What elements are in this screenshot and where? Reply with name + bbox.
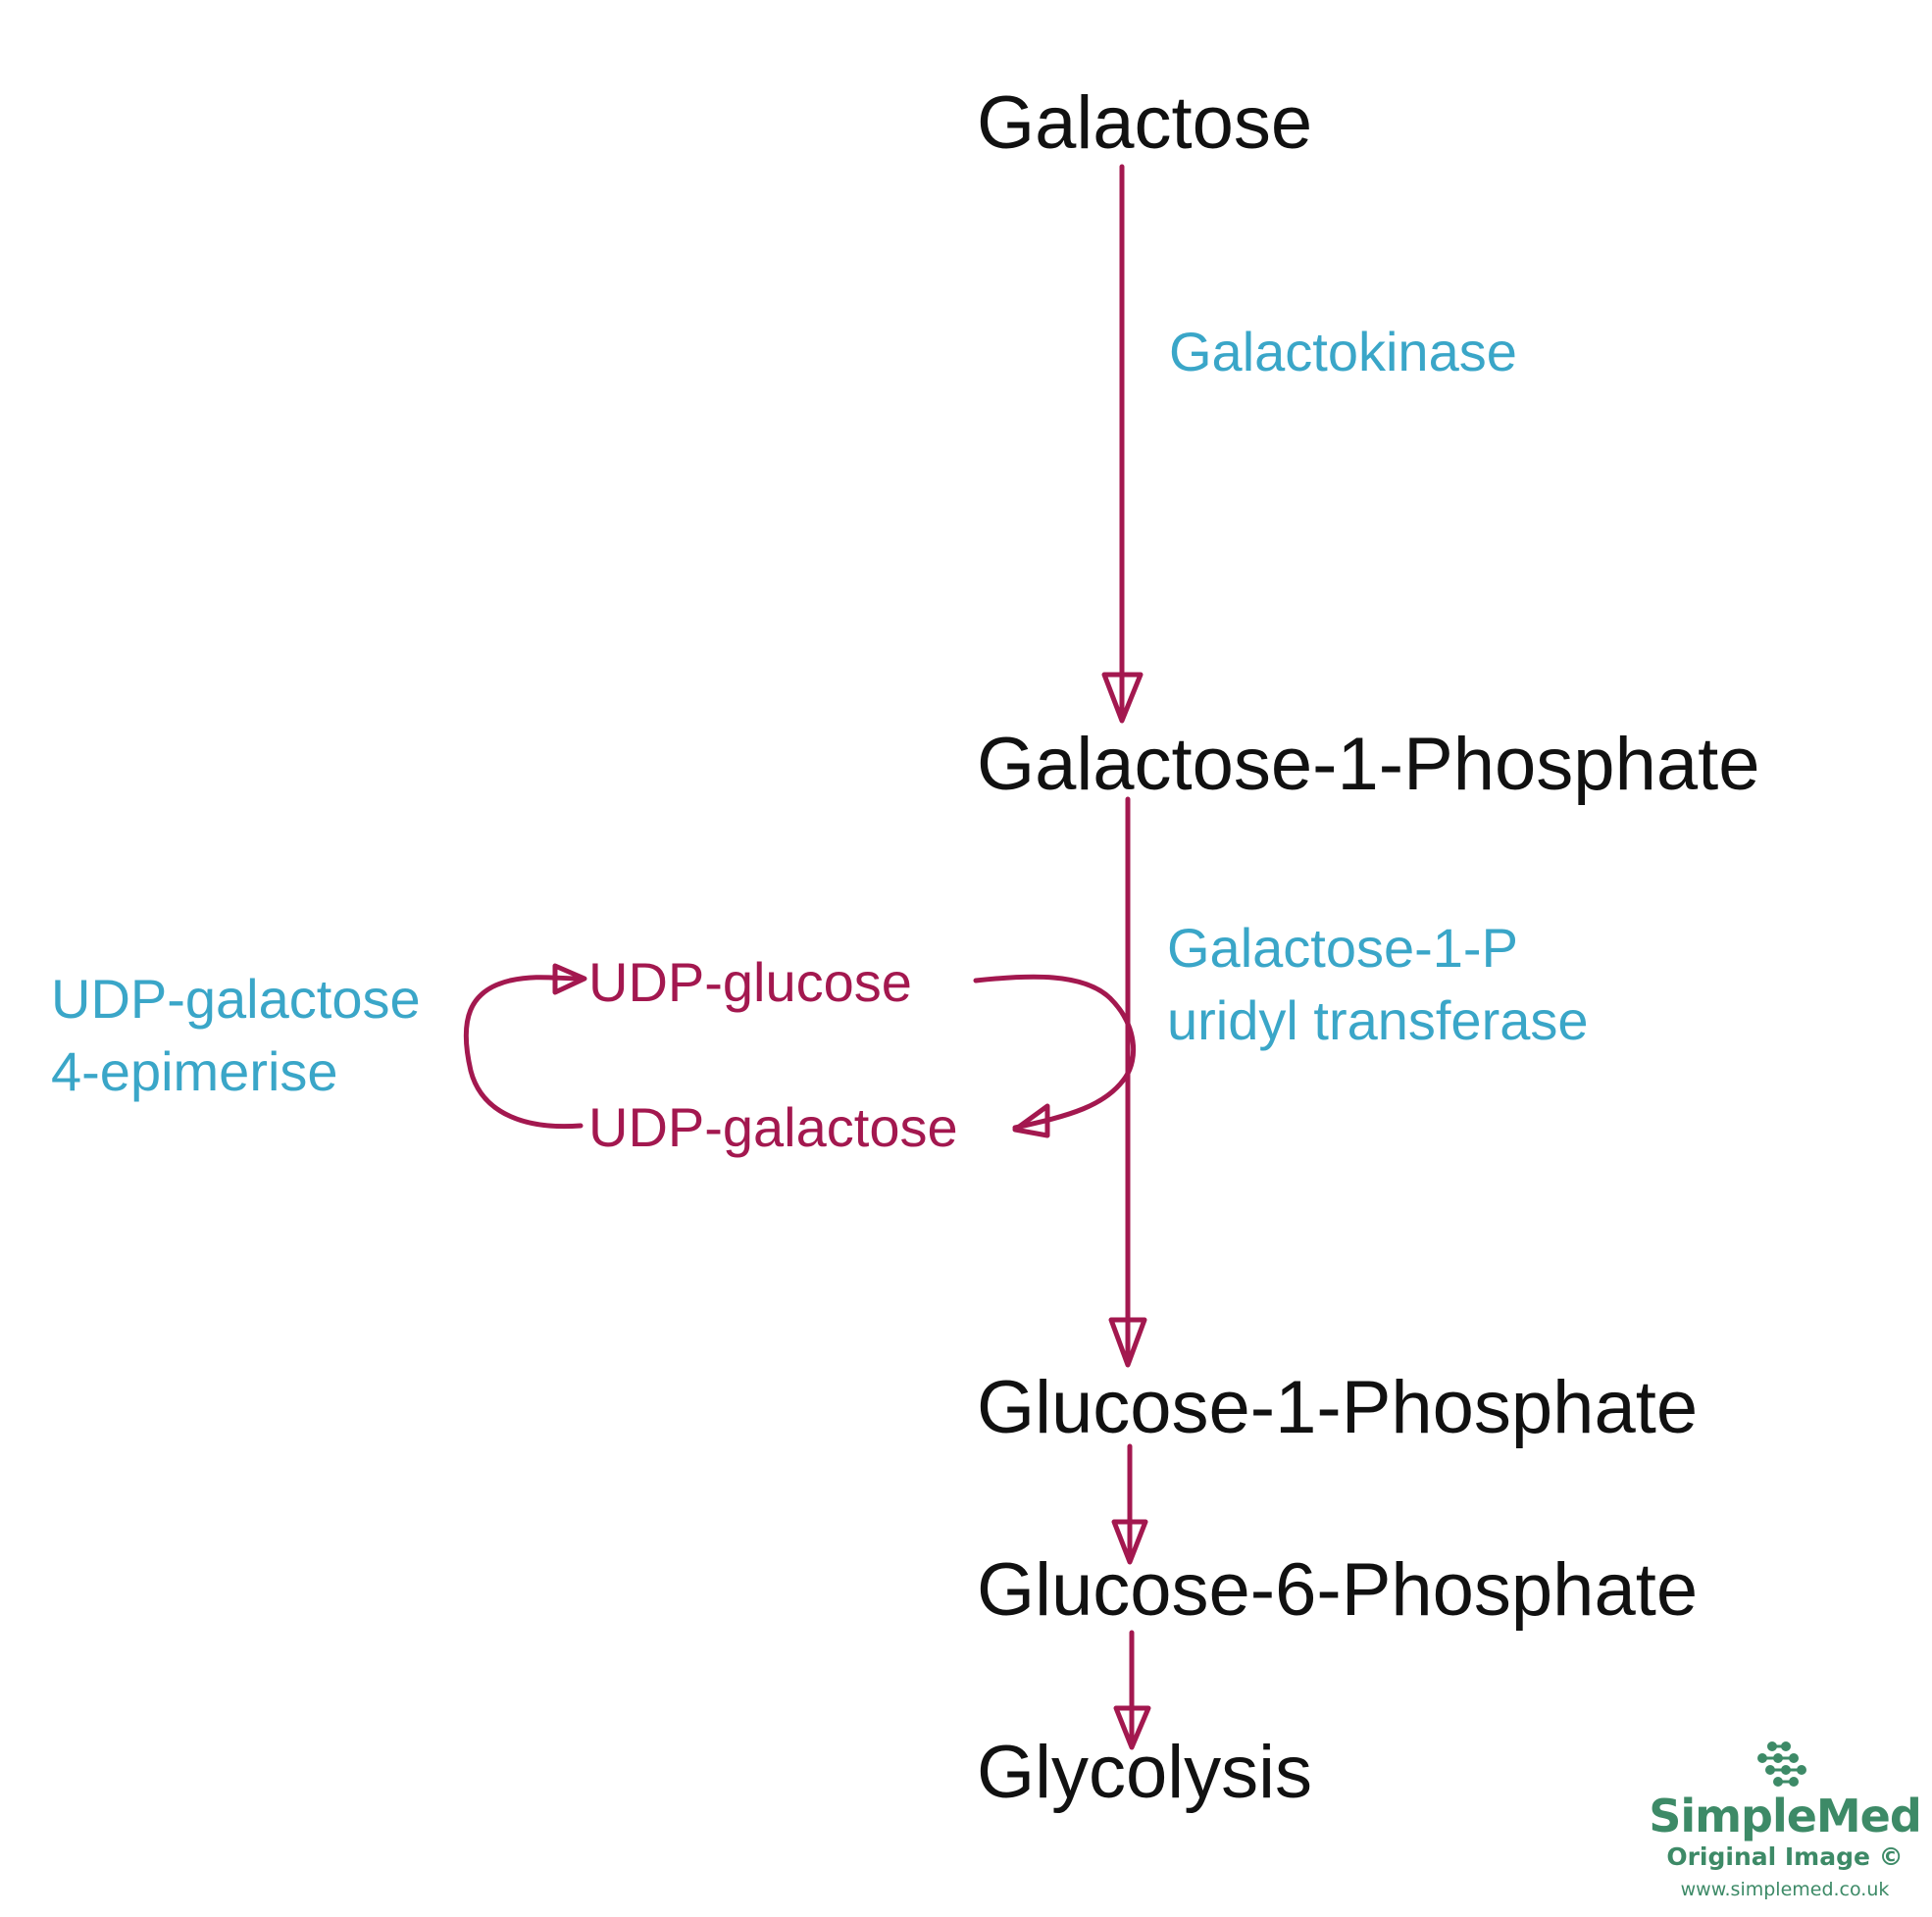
arrowhead-glucose-6-phosphate [1111,1519,1148,1565]
logo-brand: SimpleMed [1649,1790,1922,1842]
arrowhead-glycolysis [1113,1705,1151,1750]
arrowhead-glucose-1-phosphate [1108,1317,1147,1368]
enzyme-uridyl-transferase-line2: uridyl transferase [1167,989,1589,1051]
enzyme-epimerase-line1: UDP-galactose [51,968,421,1030]
enzyme-uridyl-transferase-line1: Galactose-1-P [1167,917,1518,979]
enzyme-galactokinase: Galactokinase [1169,321,1517,382]
logo-subtitle: Original Image © [1666,1842,1904,1871]
arrow-udp-glucose-to-udp-galactose [973,974,1137,1131]
simplemed-watermark: SimpleMed Original Image © www.simplemed… [1648,1740,1922,1907]
metabolite-glycolysis: Glycolysis [977,1731,1313,1814]
arrowhead-udp-glucose [552,963,587,995]
udp-glucose-label: UDP-glucose [588,951,912,1013]
arrowhead-udp-galactose [1012,1103,1050,1138]
molecule-logo-icon [1757,1741,1806,1787]
udp-galactose-label: UDP-galactose [588,1096,958,1158]
enzyme-uridyl-transferase: Galactose-1-P uridyl transferase [1167,912,1589,1057]
arrowhead-galactose-1-phosphate [1101,672,1144,724]
enzyme-epimerase-line2: 4-epimerise [51,1040,338,1102]
metabolite-galactose-1-phosphate: Galactose-1-Phosphate [977,723,1760,806]
enzyme-udp-galactose-epimerase: UDP-galactose 4-epimerise [51,963,421,1108]
logo-url: www.simplemed.co.uk [1680,1879,1890,1900]
metabolite-galactose: Galactose [977,81,1313,165]
metabolite-glucose-1-phosphate: Glucose-1-Phosphate [977,1366,1699,1449]
metabolite-glucose-6-phosphate: Glucose-6-Phosphate [977,1548,1699,1632]
arrow-epimerase-cycle [463,975,584,1130]
